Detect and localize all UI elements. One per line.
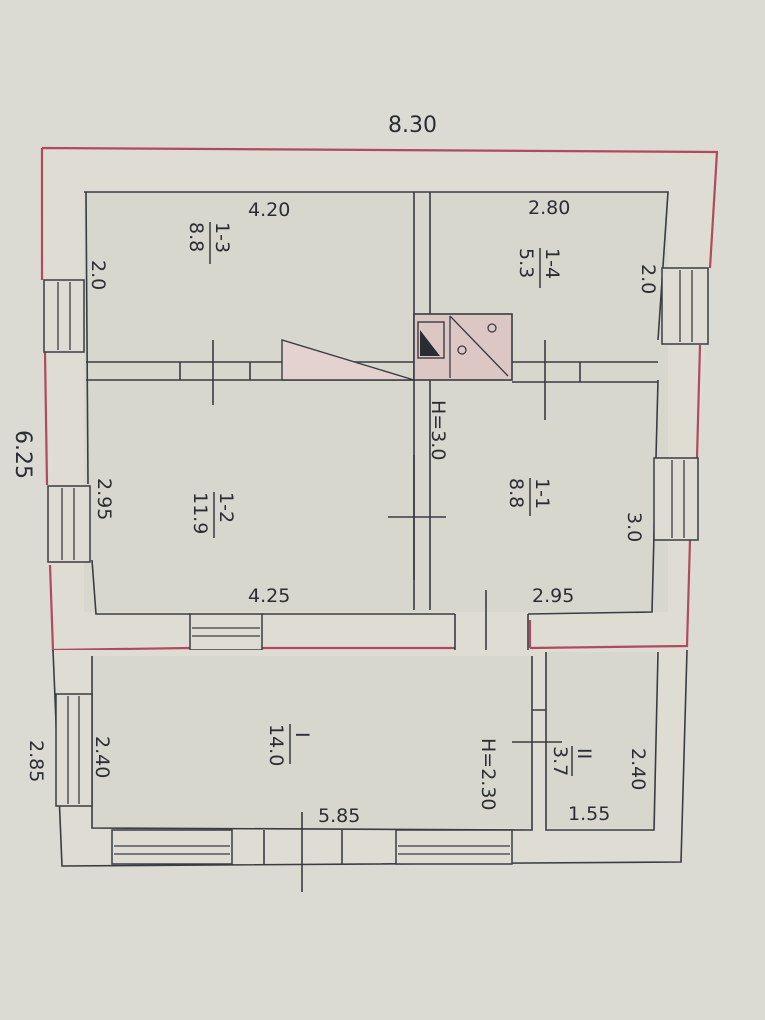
height-main-label: H=3.0 — [427, 400, 449, 460]
window-bottom-annex-right — [395, 829, 513, 865]
annex-room-ii — [546, 652, 656, 828]
window-bottom-main — [189, 613, 263, 651]
room-i-width: 5.85 — [318, 805, 360, 827]
room-ii-area: 3.7 — [549, 746, 571, 776]
window-left-middle — [47, 485, 91, 563]
room-1-4-id: 1-4 — [541, 248, 563, 279]
door-right-top — [544, 340, 581, 420]
annex-depth-label: 2.85 — [25, 740, 47, 782]
partition-right — [512, 361, 658, 383]
height-annex-label: H=2.30 — [477, 738, 499, 811]
room-ii-depth: 2.40 — [627, 748, 649, 790]
room-ii-width: 1.55 — [568, 803, 610, 825]
room-ii-id: II — [573, 748, 595, 759]
room-1-2-depth: 2.95 — [93, 478, 115, 520]
door-middle — [388, 455, 446, 580]
door-bottom-annex — [263, 812, 343, 892]
room-1-4-area: 5.3 — [515, 248, 537, 278]
room-1-1-width: 2.95 — [532, 585, 574, 607]
room-1-2-id: 1-2 — [215, 492, 237, 523]
stove — [281, 313, 513, 381]
annex-partition-door — [512, 709, 562, 743]
room-1-1-depth: 3.0 — [623, 512, 645, 542]
room-i-depth: 2.40 — [91, 736, 113, 778]
window-left-top — [43, 279, 85, 353]
room-1-4-depth: 2.0 — [637, 264, 659, 294]
window-right-top — [661, 267, 709, 345]
main-house-inner-wall — [84, 191, 669, 615]
window-right-middle — [653, 457, 699, 541]
annex-room-i — [92, 656, 532, 828]
room-i-tag: I 14.0 — [265, 724, 313, 766]
room-1-2-area: 11.9 — [189, 492, 211, 534]
door-left-top — [179, 340, 251, 405]
room-1-3-tag: 1-3 8.8 — [185, 222, 233, 264]
room-i-area: 14.0 — [265, 724, 287, 766]
room-1-1-area: 8.8 — [505, 478, 527, 508]
room-1-3-id: 1-3 — [211, 222, 233, 253]
room-1-1-id: 1-1 — [531, 478, 553, 509]
window-left-annex — [55, 693, 93, 807]
room-1-4-tag: 1-4 5.3 — [515, 248, 563, 288]
room-1-2-tag: 1-2 11.9 — [189, 492, 237, 538]
overall-depth-label: 6.25 — [10, 430, 35, 479]
room-1-1-tag: 1-1 8.8 — [505, 478, 553, 516]
room-1-3-depth: 2.0 — [87, 260, 109, 290]
room-1-3-width: 4.20 — [248, 199, 290, 221]
room-ii-tag: II 3.7 — [549, 746, 595, 776]
window-bottom-annex-left — [111, 829, 233, 865]
main-house-interior — [84, 192, 668, 612]
room-i-id: I — [291, 732, 313, 738]
overall-width-label: 8.30 — [388, 113, 437, 138]
room-1-3-area: 8.8 — [185, 222, 207, 252]
room-1-2-width: 4.25 — [248, 585, 290, 607]
room-1-4-width: 2.80 — [528, 197, 570, 219]
